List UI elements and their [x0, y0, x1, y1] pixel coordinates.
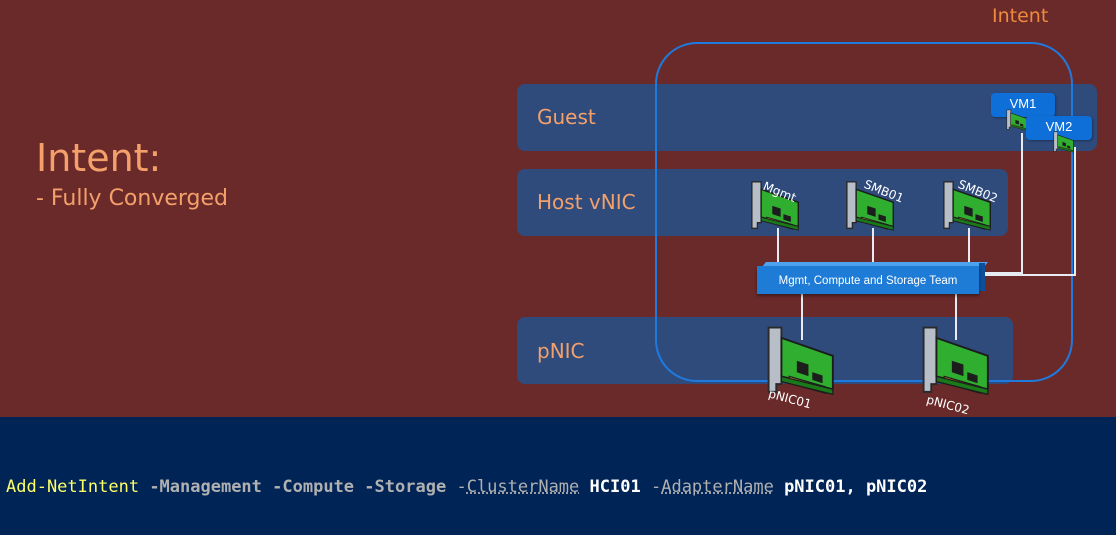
wire-team-pnic01	[801, 294, 803, 340]
wire-vm2-horizontal	[981, 274, 1076, 276]
param-clustername-dash: -	[456, 477, 467, 497]
param-adaptername-dash: -	[650, 477, 662, 497]
slide-title: Intent:	[36, 136, 162, 180]
wire-vm1-horizontal	[981, 272, 1023, 274]
param-storage: -Storage	[364, 477, 447, 497]
wire-mgmt-team	[777, 228, 779, 266]
wire-smb01-team	[872, 228, 874, 266]
intent-boundary	[655, 42, 1073, 382]
team-bar: Mgmt, Compute and Storage Team	[757, 266, 979, 294]
wire-vm1-vertical	[1021, 133, 1023, 274]
wire-vm2-vertical	[1074, 147, 1076, 276]
cmdlet-name: Add-NetIntent	[6, 477, 140, 497]
layer-guest-label: Guest	[537, 105, 596, 129]
vm2-network-card-icon	[1053, 131, 1074, 153]
value-clustername: HCI01	[589, 477, 641, 497]
team-bar-side	[979, 263, 985, 291]
wire-smb02-team	[968, 228, 970, 266]
param-management: -Management	[149, 477, 262, 497]
wire-team-pnic02	[955, 294, 957, 340]
slide-subtitle: - Fully Converged	[36, 186, 229, 211]
intent-label: Intent	[992, 5, 1049, 27]
vm1-box: VM1	[991, 93, 1055, 117]
param-compute: -Compute	[272, 477, 355, 497]
layer-pnic-label: pNIC	[537, 339, 585, 363]
layer-host-vnic-label: Host vNIC	[537, 190, 636, 214]
slide-background: Intent: - Fully Converged Intent Guest H…	[0, 0, 1116, 417]
powershell-console	[0, 417, 1116, 535]
param-adaptername: AdapterName	[661, 477, 774, 497]
param-clustername: ClusterName	[466, 477, 580, 497]
pnic02-network-card-icon	[922, 326, 989, 396]
value-adaptername: pNIC01, pNIC02	[784, 477, 928, 497]
powershell-command: Add-NetIntent -Management -Compute -Stor…	[6, 477, 927, 497]
